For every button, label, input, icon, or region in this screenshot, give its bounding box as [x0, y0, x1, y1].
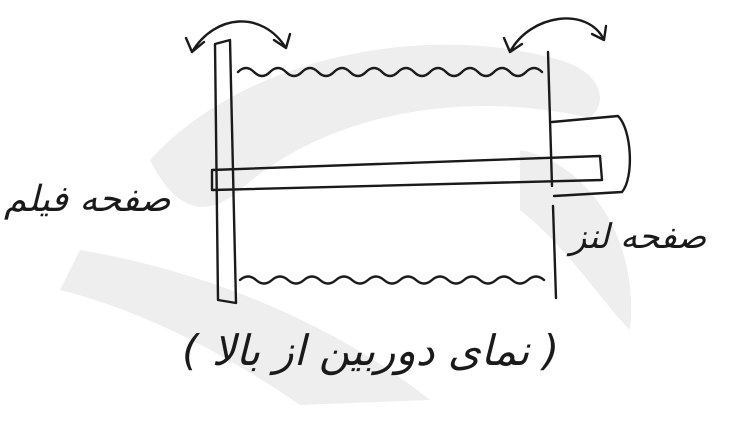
- lens-plane-label: صفحه لنز: [570, 220, 706, 254]
- film-plane-label: صفحه فیلم: [4, 182, 171, 218]
- lens-rotation-arrow: [504, 18, 606, 52]
- diagram-caption: ( نمای دوربین از بالا ): [182, 330, 559, 372]
- film-rotation-arrow: [186, 21, 290, 52]
- bottom-bellows: [240, 277, 544, 284]
